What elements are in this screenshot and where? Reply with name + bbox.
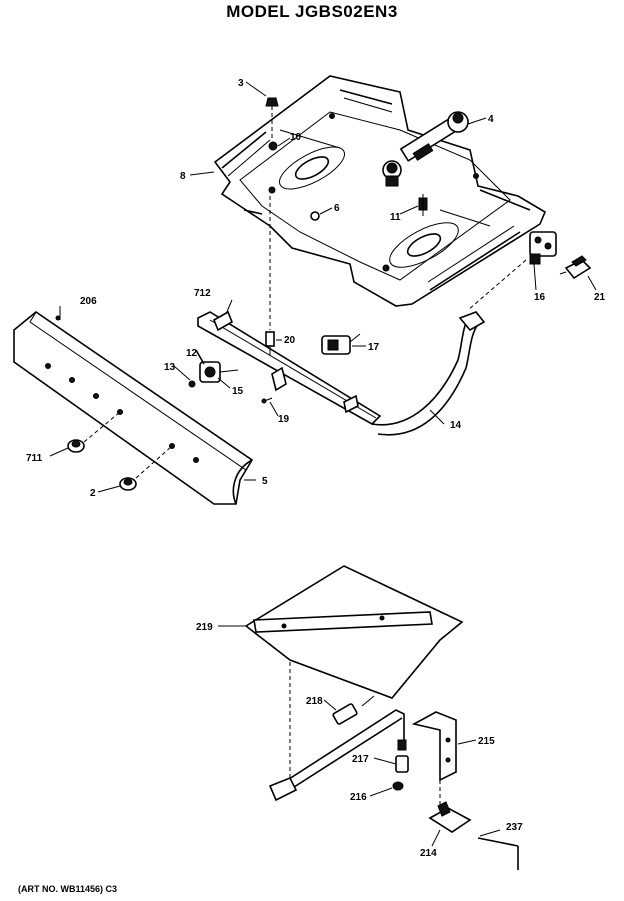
label-part-12: 12 [186, 348, 198, 359]
knob-part-711 [67, 439, 85, 453]
label-part-712: 712 [194, 288, 211, 299]
diagram-title: MODEL JGBS02EN3 [226, 2, 398, 21]
orifice-part-20 [265, 331, 275, 356]
shaft-part-12 [195, 349, 205, 365]
label-part-17: 17 [368, 342, 380, 353]
label-part-206: 206 [80, 296, 97, 307]
label-part-14: 14 [450, 420, 462, 431]
label-part-16: 16 [534, 292, 546, 303]
label-part-4: 4 [488, 114, 494, 125]
label-part-218: 218 [306, 696, 323, 707]
label-part-237: 237 [506, 822, 523, 833]
manifold-pipe [197, 299, 382, 425]
label-part-5: 5 [262, 476, 268, 487]
screw-part-13 [188, 380, 196, 388]
label-part-10: 10 [290, 132, 302, 143]
valve-part-217 [395, 739, 409, 773]
label-part-219: 219 [196, 622, 213, 633]
label-leaders [49, 81, 597, 847]
label-part-217: 217 [352, 754, 369, 765]
baffle-part-219 [244, 565, 464, 699]
label-part-216: 216 [350, 792, 367, 803]
knob-part-2 [119, 477, 137, 491]
switch-part-214 [428, 801, 472, 833]
label-part-8: 8 [180, 171, 186, 182]
connector-part-21 [559, 255, 592, 280]
orifice-part-218 [332, 695, 375, 725]
washer-part-216 [392, 781, 404, 791]
valve-part-4 [382, 111, 469, 187]
burner-box-assembly [213, 75, 547, 307]
label-part-15: 15 [232, 386, 244, 397]
label-part-215: 215 [478, 736, 495, 747]
bracket-part-215 [411, 711, 457, 782]
label-part-20: 20 [284, 335, 296, 346]
label-part-214: 214 [420, 848, 437, 859]
valve-part-17 [321, 333, 361, 355]
label-part-711: 711 [26, 453, 43, 464]
control-panel-part-5 [13, 311, 254, 505]
screw-part-19 [261, 397, 273, 404]
leader-line [83, 411, 121, 443]
label-part-3: 3 [238, 78, 244, 89]
art-number: (ART NO. WB11456) C3 [18, 884, 118, 894]
washer-part-6 [310, 211, 320, 221]
switch-part-16 [529, 231, 557, 265]
label-part-11: 11 [390, 212, 401, 223]
grommet-part-10 [268, 141, 278, 151]
clip-part-11 [418, 194, 428, 216]
label-part-6: 6 [334, 203, 340, 214]
rod-part-237 [477, 837, 519, 870]
label-part-21: 21 [594, 292, 606, 303]
burner-tube-part-14 [371, 311, 486, 436]
fastener-part-3 [265, 97, 279, 140]
oven-burner-tube [268, 709, 405, 802]
leader-line [467, 259, 527, 311]
label-part-19: 19 [278, 414, 290, 425]
leader-line [135, 445, 173, 479]
label-part-2: 2 [90, 488, 96, 499]
valve-part-15 [199, 361, 239, 383]
label-part-13: 13 [164, 362, 176, 373]
